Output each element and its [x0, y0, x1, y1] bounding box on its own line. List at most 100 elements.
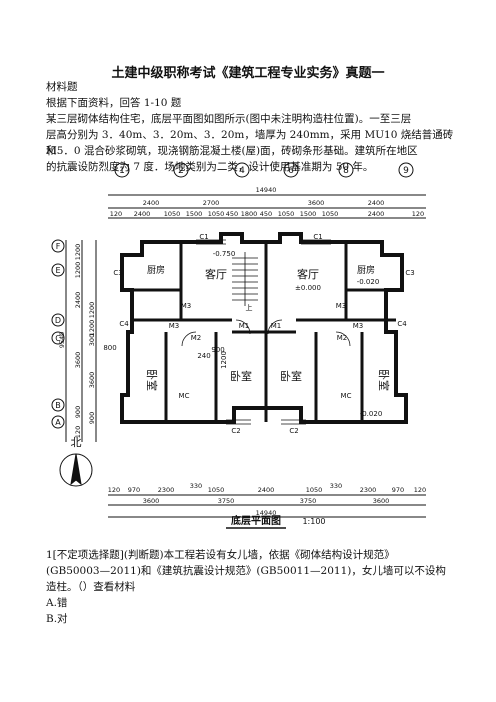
material-line: 层高分别为 3．40m、3．20m、3．20m，墙厚为 240mm，采用 MU1… — [46, 129, 454, 157]
dim-total-top: 14940 — [256, 186, 277, 194]
dim-top2: 1500 — [300, 210, 317, 218]
dim-bottom: 120 — [108, 486, 120, 494]
dim-bottom: 330 — [330, 482, 342, 490]
option-b[interactable]: B.对 — [46, 613, 68, 625]
axis-label-top: 6 — [288, 166, 294, 176]
dim-top2: 450 — [260, 210, 272, 218]
window-label: C3 — [405, 269, 414, 277]
dim-label: 1200 — [220, 351, 228, 369]
door-label: M1 — [271, 322, 282, 330]
dim-label: 800 — [103, 344, 116, 352]
dim-left: 120 — [74, 426, 82, 438]
dim-top2: 450 — [226, 210, 238, 218]
window-label: C1 — [199, 233, 208, 241]
window-label: C4 — [397, 320, 407, 328]
dim-left: 1200 — [88, 320, 96, 337]
dim-bottom: 2300 — [360, 486, 377, 494]
elevation-label: -0.020 — [360, 410, 383, 418]
elevation-label: ±0.000 — [295, 284, 321, 292]
dim-left: 900 — [88, 412, 96, 424]
dim-bottom: 1050 — [208, 486, 225, 494]
dim-top2: 1050 — [322, 210, 339, 218]
dim-left: 1200 — [74, 244, 82, 261]
window-label: C4 — [119, 320, 129, 328]
door-label: M3 — [336, 302, 347, 310]
axis-label-left: A — [55, 418, 61, 427]
axis-label-left: C — [55, 334, 61, 343]
axis-label-top: 2 — [178, 166, 184, 176]
door-label: MC — [341, 392, 352, 400]
door-label: MC — [179, 392, 190, 400]
dim-top2: 2400 — [134, 210, 151, 218]
door-label: M3 — [169, 322, 180, 330]
dim-left: 300 — [88, 334, 96, 346]
room-bedroom-1: 卧室 — [145, 369, 159, 391]
dim-left: 3600 — [88, 372, 96, 389]
window-label: C3 — [113, 269, 122, 277]
axis-label-left: E — [55, 266, 60, 275]
dim-bottom: 2300 — [158, 486, 175, 494]
dim-top2: 1050 — [164, 210, 181, 218]
axis-label-left: F — [56, 242, 61, 251]
door-label: M3 — [353, 322, 364, 330]
dim-bottom2: 3600 — [143, 497, 160, 505]
dim-total-left: 9540 — [58, 332, 66, 349]
dim-top2: 1050 — [278, 210, 295, 218]
axis-label-top: 8 — [343, 166, 349, 176]
floor-plan-drawing: 1 2 4 6 8 9 F E D C B A 14940 2400 2700 … — [51, 162, 426, 529]
axis-label-left: D — [55, 316, 61, 325]
question-line: 1[不定项选择题](判断题)本工程若设有女儿墙，依据《砌体结构设计规范》 — [46, 549, 395, 561]
dim-top2: 120 — [110, 210, 122, 218]
dim-total-bottom: 14940 — [256, 509, 277, 517]
dim-label: 900 — [211, 346, 224, 354]
room-living-left: 客厅 — [205, 267, 227, 281]
dim-top2: 2400 — [368, 210, 385, 218]
axis-label-top: 4 — [239, 166, 245, 176]
dim-top: 2700 — [203, 199, 220, 207]
dim-bottom: 120 — [414, 486, 426, 494]
axis-label-left: B — [55, 401, 61, 410]
dim-bottom: 970 — [128, 486, 140, 494]
room-kitchen-right: 厨房 — [357, 264, 375, 276]
north-label: 北 — [71, 436, 82, 449]
dim-bottom: 970 — [392, 486, 404, 494]
material-line: 的抗震设防烈度为 7 度．场地类别为二类，设计使用基准期为 50 年。 — [46, 161, 374, 173]
document-title: 土建中级职称考试《建筑工程专业实务》真题一 — [111, 66, 385, 81]
dim-left: 1200 — [88, 302, 96, 319]
dim-bottom: 2400 — [258, 486, 275, 494]
dim-left: 1200 — [74, 262, 82, 279]
room-kitchen-left: 厨房 — [147, 264, 165, 276]
dim-bottom: 330 — [190, 482, 202, 490]
dim-left: 2400 — [74, 292, 82, 309]
plan-caption: 底层平面图 — [231, 514, 281, 527]
dim-top2: 120 — [412, 210, 424, 218]
question-line: (GB50003—2011)和《建筑抗震设计规范》(GB50011—2011)，… — [46, 565, 446, 577]
section-label: 材料题 — [46, 81, 78, 93]
dim-top: 2400 — [368, 199, 385, 207]
dim-bottom2: 3750 — [218, 497, 235, 505]
room-bedroom-2: 卧室 — [230, 369, 252, 383]
dim-label: 240 — [197, 352, 210, 360]
option-a[interactable]: A.错 — [46, 597, 68, 609]
room-bedroom-4: 卧室 — [377, 369, 391, 391]
instruction: 根据下面资料，回答 1-10 题 — [46, 97, 182, 109]
dim-left: 3600 — [74, 352, 82, 369]
room-bedroom-3: 卧室 — [280, 369, 302, 383]
dim-top2: 1800 — [241, 210, 258, 218]
question-line: 造柱。（）查看材料 — [46, 579, 466, 595]
axis-label-top: 1 — [119, 166, 125, 176]
plan-scale: 1:100 — [302, 517, 325, 526]
dim-top: 2400 — [143, 199, 160, 207]
door-label: M3 — [181, 302, 192, 310]
dim-left: 900 — [74, 406, 82, 418]
elevation-label: -0.750 — [213, 250, 236, 258]
window-label: C2 — [231, 427, 240, 435]
dim-top: 3600 — [308, 199, 325, 207]
door-label: M2 — [191, 334, 202, 342]
window-label: C2 — [289, 427, 298, 435]
dim-bottom2: 3750 — [300, 497, 317, 505]
view-material-link[interactable]: 查看材料 — [93, 581, 136, 593]
dim-bottom2: 3600 — [373, 497, 390, 505]
door-label: M1 — [239, 322, 250, 330]
question-text: 造柱。（） — [46, 581, 94, 593]
